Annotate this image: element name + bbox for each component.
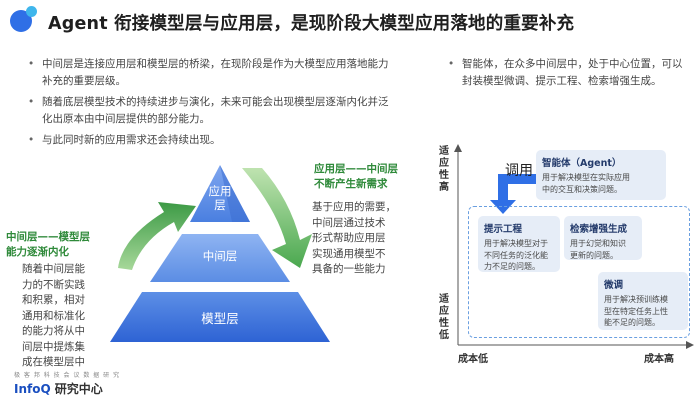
- footer-tagline: 极 客 邦 科 技 会 议 数 据 研 究: [14, 372, 121, 379]
- logo-dot-large: [10, 10, 32, 32]
- text-line: 通用和标准化: [22, 309, 85, 322]
- page-title: Agent 衔接模型层与应用层，是现阶段大模型应用落地的重要补充: [48, 14, 575, 34]
- desc-line: 力不足的问题。: [484, 262, 540, 271]
- brand-cn-text: 研究中心: [54, 382, 103, 396]
- desc-line: 型在特定任务上性: [604, 306, 668, 316]
- axis-char: 适: [439, 294, 449, 305]
- bullet-item: 随着底层模型技术的持续进步与演化，未来可能会出现模型层逐渐内化并泛 化出原本由中…: [24, 94, 424, 128]
- axis-char: 性: [439, 318, 449, 329]
- text-line: 实现通用模型不: [312, 247, 386, 260]
- text-middle-model: 随着中间层能 力的不断实践 和积累，相对 通用和标准化 的能力将从中 间层中提炼…: [22, 262, 85, 371]
- label-line: 不断产生新需求: [314, 178, 388, 190]
- axis-label-low: 适 应 性 低: [437, 294, 451, 342]
- axis-char: 应: [439, 306, 449, 317]
- call-arrow: [490, 174, 536, 214]
- pyramid-top-label-line: 层: [214, 198, 226, 212]
- text-line: 形式帮助应用层: [312, 232, 386, 244]
- techniques-dashed-box: [468, 206, 690, 338]
- bullet-item: 中间层是连接应用层和模型层的桥梁，在现阶段是作为大模型应用落地能力 补充的重要层…: [24, 56, 424, 90]
- label-line: 应用层——中间层: [314, 163, 398, 175]
- desc-line: 用于解决预训练模: [604, 295, 668, 304]
- desc-line: 用于解决模型对于: [484, 239, 548, 248]
- text-line: 随着中间层能: [22, 263, 85, 275]
- agent-card-title: 智能体（Agent）: [542, 158, 622, 169]
- left-bullet-list: 中间层是连接应用层和模型层的桥梁，在现阶段是作为大模型应用落地能力 补充的重要层…: [24, 56, 424, 153]
- pyramid-middle-label: 中间层: [202, 249, 238, 263]
- label-line: 能力逐渐内化: [6, 246, 69, 258]
- finetune-card: 微调 用于解决预训练模 型在特定任务上性 能不足的问题。: [598, 272, 688, 330]
- call-label: 调用: [505, 163, 533, 179]
- label-middle-model: 中间层——模型层 能力逐渐内化: [6, 230, 90, 260]
- rag-card-desc: 用于幻觉和知识 更新的问题。: [570, 238, 636, 261]
- bullet-text: 智能体，在众多中间层中，处于中心位置，可以: [462, 58, 683, 70]
- logo-dot-small: [26, 6, 37, 17]
- prompt-card-title: 提示工程: [484, 224, 523, 235]
- y-axis-arrowhead: [454, 144, 462, 152]
- bullet-text: 补充的重要层级。: [42, 75, 126, 87]
- text-line: 间层中提炼集: [22, 340, 85, 353]
- axis-char: 高: [439, 182, 449, 193]
- pyramid-bottom-label: 模型层: [201, 311, 239, 326]
- desc-line: 不同任务的泛化能: [484, 250, 548, 260]
- text-line: 和积累，相对: [22, 294, 85, 306]
- pyramid-top-label: 应用 层: [200, 184, 240, 212]
- desc-line: 用于解决模型在实际应用: [542, 173, 630, 182]
- label-line: 中间层——模型层: [6, 231, 90, 243]
- text-line: 基于应用的需要，: [312, 201, 396, 213]
- desc-line: 更新的问题。: [570, 250, 618, 260]
- text-line: 成在模型层中: [22, 356, 85, 368]
- pyramid-top-label-line: 应用: [208, 184, 232, 198]
- right-bullet-list: 智能体，在众多中间层中，处于中心位置，可以 封装模型微调、提示工程、检索增强生成…: [444, 56, 694, 90]
- text-app-middle: 基于应用的需要， 中间层通过技术 形式帮助应用层 实现通用模型不 具备的一些能力: [312, 200, 396, 278]
- bullet-item: 智能体，在众多中间层中，处于中心位置，可以 封装模型微调、提示工程、检索增强生成…: [444, 56, 694, 90]
- x-axis-label-low: 成本低: [458, 354, 488, 365]
- finetune-card-title: 微调: [604, 280, 624, 291]
- bullet-text: 化出原本由中间层提供的部分能力。: [42, 113, 210, 125]
- desc-line: 中的交互和决策问题。: [542, 184, 622, 194]
- arrow-left-up: [118, 202, 196, 270]
- text-line: 中间层通过技术: [312, 216, 386, 229]
- pyramid-middle-tier: [150, 234, 290, 282]
- agent-card-desc: 用于解决模型在实际应用 中的交互和决策问题。: [542, 172, 660, 195]
- axis-char: 性: [439, 170, 449, 181]
- finetune-card-desc: 用于解决预训练模 型在特定任务上性 能不足的问题。: [604, 294, 682, 329]
- x-axis-arrowhead: [686, 341, 694, 349]
- axis-char: 应: [439, 158, 449, 169]
- bullet-text: 随着底层模型技术的持续进步与演化，未来可能会出现模型层逐渐内化并泛: [42, 96, 389, 108]
- label-app-middle: 应用层——中间层 不断产生新需求: [314, 162, 398, 192]
- prompt-card-desc: 用于解决模型对于 不同任务的泛化能 力不足的问题。: [484, 238, 554, 273]
- pyramid-bottom-tier: [110, 292, 330, 342]
- x-axis-label-high: 成本高: [644, 354, 674, 365]
- rag-card-title: 检索增强生成: [570, 224, 628, 235]
- pyramid-top-shadow: [220, 165, 250, 222]
- prompt-card: 提示工程 用于解决模型对于 不同任务的泛化能 力不足的问题。: [478, 216, 560, 272]
- desc-line: 能不足的问题。: [604, 318, 660, 327]
- text-line: 的能力将从中: [22, 325, 85, 337]
- axis-char: 低: [439, 330, 449, 341]
- text-line: 具备的一些能力: [312, 263, 386, 275]
- axis-char: 适: [439, 146, 449, 157]
- bullet-item: 与此同时新的应用需求还会持续出现。: [24, 132, 424, 149]
- agent-card: 智能体（Agent） 用于解决模型在实际应用 中的交互和决策问题。: [536, 150, 666, 200]
- bullet-text: 封装模型微调、提示工程、检索增强生成。: [462, 75, 662, 87]
- desc-line: 用于幻觉和知识: [570, 239, 626, 248]
- arrow-right-down: [242, 168, 312, 268]
- bullet-text: 中间层是连接应用层和模型层的桥梁，在现阶段是作为大模型应用落地能力: [42, 58, 389, 70]
- brand-logo-text: InfoQ: [14, 382, 51, 396]
- bullet-text: 与此同时新的应用需求还会持续出现。: [42, 134, 221, 146]
- axis-label-high: 适 应 性 高: [437, 146, 451, 194]
- rag-card: 检索增强生成 用于幻觉和知识 更新的问题。: [564, 216, 642, 260]
- text-line: 力的不断实践: [22, 278, 85, 291]
